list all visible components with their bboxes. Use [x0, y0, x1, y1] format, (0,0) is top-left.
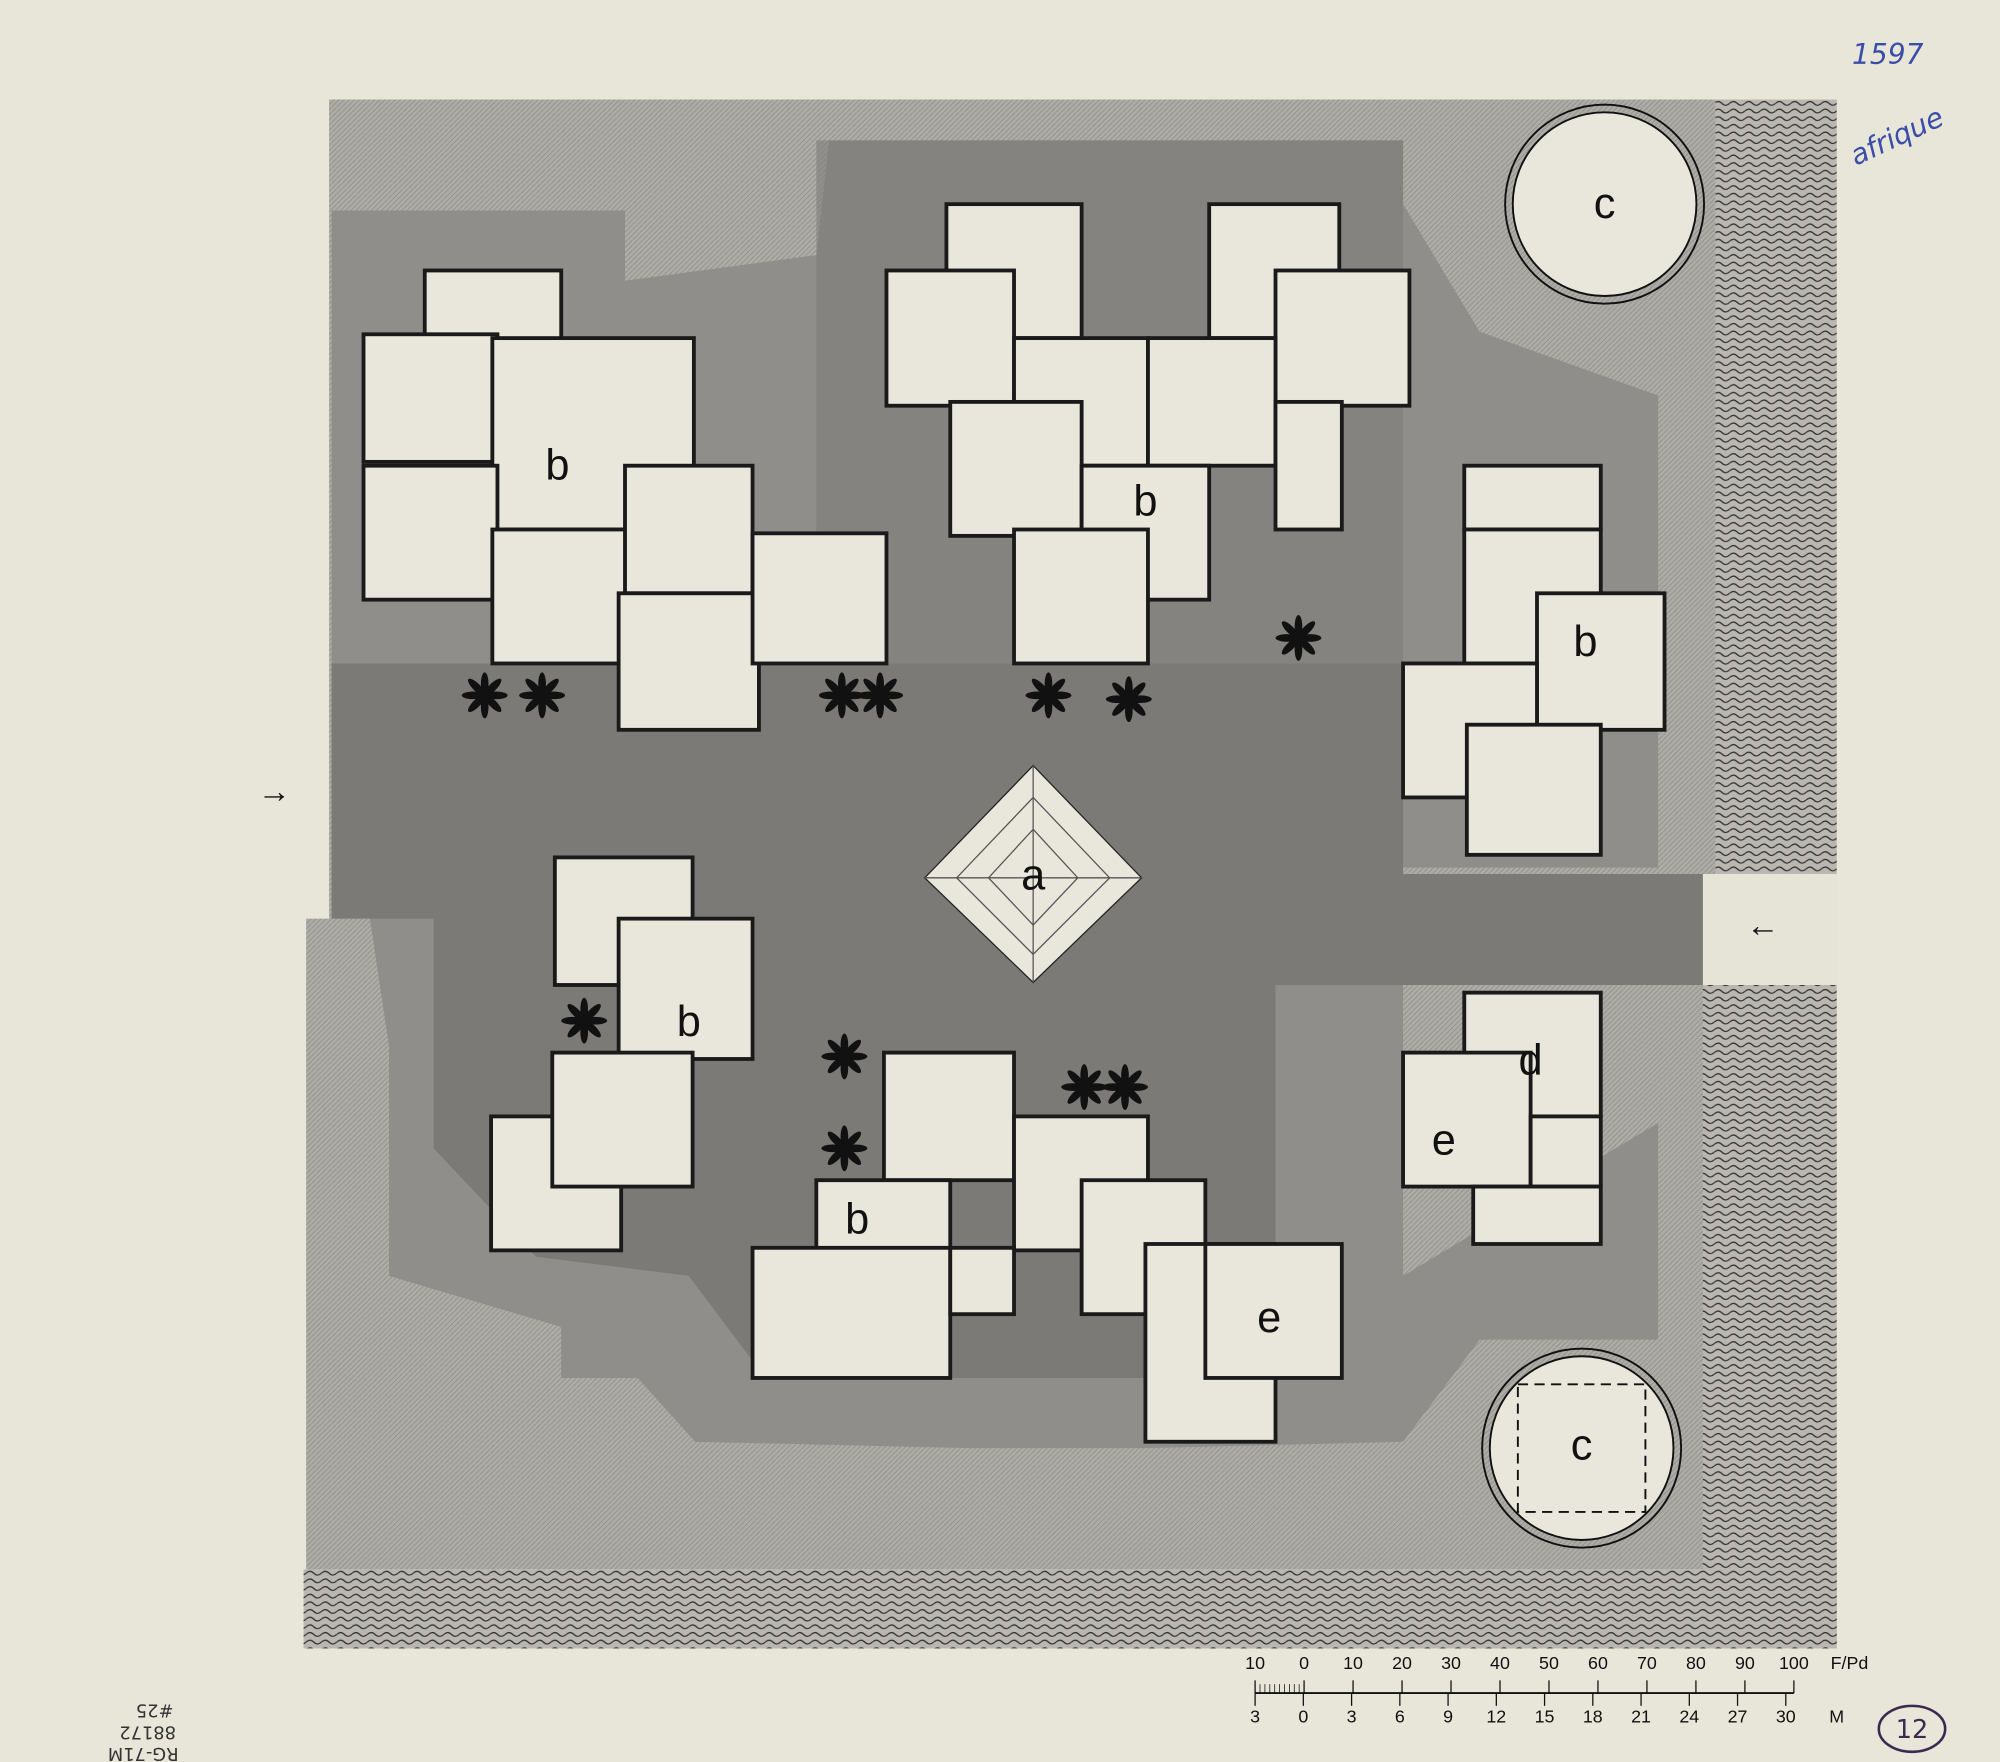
building-unit [750, 531, 889, 666]
label-b-south: b [845, 1196, 869, 1244]
label-d: d [1519, 1036, 1543, 1084]
svg-text:RG-71M: RG-71M [108, 1743, 179, 1762]
building-unit [1273, 399, 1344, 532]
building-unit [1464, 722, 1603, 857]
feet-tick-label: 100 [1779, 1653, 1809, 1673]
building-unit [882, 1050, 1016, 1183]
feet-tick-label: 40 [1490, 1653, 1510, 1673]
feet-unit-label: F/Pd [1831, 1653, 1869, 1673]
palm-tree-icon [818, 672, 865, 719]
central-plaza [331, 663, 1703, 1378]
building-unit [550, 1050, 695, 1189]
meter-tick-label: 0 [1298, 1706, 1308, 1726]
circular-pavilion-south [1481, 1347, 1683, 1549]
palm-tree-icon [1025, 672, 1072, 719]
building-unit [623, 463, 755, 596]
building-unit [1273, 268, 1412, 408]
meter-tick-label: 3 [1250, 1706, 1260, 1726]
palm-tree-icon [519, 672, 566, 719]
svg-text:#25: #25 [136, 1700, 174, 1721]
buildings [361, 202, 1667, 1444]
handwritten-sheet-number: 1597 [1852, 38, 1924, 71]
building-unit [1462, 463, 1603, 532]
palm-tree-icon [1102, 1064, 1148, 1111]
feet-tick-label: 30 [1441, 1653, 1461, 1673]
east-entry [1702, 873, 1837, 985]
label-e-east: e [1432, 1117, 1456, 1165]
feet-tick-label: 0 [1299, 1653, 1309, 1673]
building-unit [1535, 591, 1667, 732]
feet-tick-label: 70 [1637, 1653, 1657, 1673]
feet-tick-label: 90 [1735, 1653, 1755, 1673]
building-unit [1471, 1184, 1603, 1246]
meter-tick-label: 3 [1347, 1706, 1357, 1726]
building-unit [814, 1178, 953, 1253]
palm-tree-icon [1061, 1064, 1108, 1111]
building-unit [361, 463, 500, 602]
building-unit [884, 268, 1016, 408]
wave-strip-right-upper [1715, 99, 1837, 874]
central-fountain-motif [923, 764, 1143, 984]
feet-tick-label: 10 [1245, 1653, 1265, 1673]
palm-tree-icon [561, 997, 608, 1044]
building-unit [1401, 1050, 1533, 1189]
label-b-north: b [1133, 477, 1157, 525]
wave-strip-right-lower [1702, 984, 1837, 1646]
label-b-northwest: b [545, 442, 569, 490]
entry-arrow-west: → [258, 773, 291, 810]
palm-tree-icon [821, 1033, 868, 1080]
handwritten-region: afrique [1845, 100, 1949, 172]
meter-tick-label: 27 [1728, 1706, 1748, 1726]
plate-number-circle: 12 [1877, 1704, 1947, 1754]
handwritten-catalog-note: RG-71M 88172 #25 [108, 1700, 179, 1762]
meter-tick-label: 18 [1583, 1706, 1603, 1726]
label-a: a [1021, 851, 1046, 899]
feet-tick-label: 80 [1686, 1653, 1706, 1673]
svg-text:12: 12 [1896, 1715, 1928, 1745]
building-unit [1528, 1114, 1603, 1189]
meter-tick-label: 24 [1679, 1706, 1699, 1726]
meter-tick-label: 9 [1443, 1706, 1453, 1726]
feet-tick-label: 20 [1392, 1653, 1412, 1673]
meter-tick-label: 30 [1776, 1706, 1796, 1726]
palm-tree-icon [857, 672, 904, 719]
building-unit [361, 332, 500, 464]
feet-tick-label: 10 [1343, 1653, 1363, 1673]
meter-tick-label: 6 [1395, 1706, 1405, 1726]
label-c-south: c [1571, 1422, 1593, 1470]
palm-trees [461, 614, 1322, 1172]
palm-tree-icon [1275, 614, 1322, 661]
building-unit [948, 1245, 1016, 1317]
entry-arrow-east: ← [1746, 907, 1779, 944]
palm-tree-icon [821, 1125, 868, 1172]
meter-tick-label: 15 [1535, 1706, 1555, 1726]
building-unit [1012, 527, 1150, 666]
meter-tick-label: 21 [1631, 1706, 1651, 1726]
label-b-east: b [1573, 618, 1597, 666]
building-unit [616, 916, 755, 1061]
building-unit [948, 399, 1084, 538]
palm-tree-icon [1105, 676, 1152, 723]
circular-pavilion-north [1504, 103, 1706, 305]
building-unit [1203, 1242, 1344, 1380]
svg-text:88172: 88172 [119, 1721, 176, 1742]
palm-tree-icon [461, 672, 508, 719]
label-c-north: c [1594, 180, 1616, 228]
building-unit [1146, 336, 1278, 468]
building-unit [750, 1245, 953, 1380]
meter-unit-label: M [1829, 1706, 1844, 1726]
meter-tick-label: 12 [1486, 1706, 1506, 1726]
feet-tick-label: 50 [1539, 1653, 1559, 1673]
building-unit [490, 527, 629, 666]
wave-strip-bottom [303, 1569, 1837, 1649]
feet-tick-label: 60 [1588, 1653, 1608, 1673]
building-unit [616, 591, 761, 732]
label-b-southwest: b [677, 998, 701, 1046]
label-e-south: e [1257, 1294, 1281, 1342]
perimeter-left-lower [306, 918, 332, 1570]
